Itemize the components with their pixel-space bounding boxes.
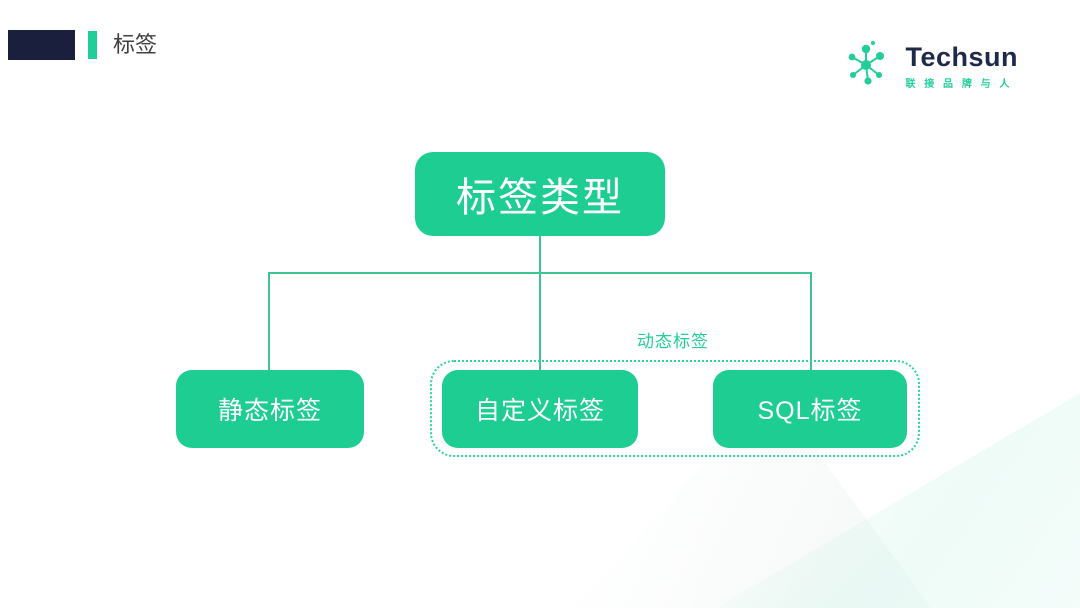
connector-middle-down [539,272,541,371]
logo-wordmark: Techsun [905,41,1018,72]
dynamic-tags-group-outline [430,360,920,457]
techsun-logo: Techsun 联 接 品 牌 与 人 [837,34,1018,97]
dynamic-tags-group-label: 动态标签 [637,332,709,351]
logo-tagline: 联 接 品 牌 与 人 [905,78,1013,90]
node-tag-types: 标签类型 [415,152,665,236]
header-accent-bar [88,31,97,59]
node-custom-tags: 自定义标签 [442,370,638,448]
connector-right-down [810,272,812,371]
page-title: 标签 [113,32,158,57]
connector-left-down [268,272,270,371]
node-sql-tags: SQL标签 [713,370,907,448]
logo-text-block: Techsun 联 接 品 牌 与 人 [905,42,1018,90]
connector-root-down [539,236,541,273]
header-dark-block [8,30,75,60]
techsun-logo-icon [837,34,895,97]
node-static-tags: 静态标签 [176,370,364,448]
